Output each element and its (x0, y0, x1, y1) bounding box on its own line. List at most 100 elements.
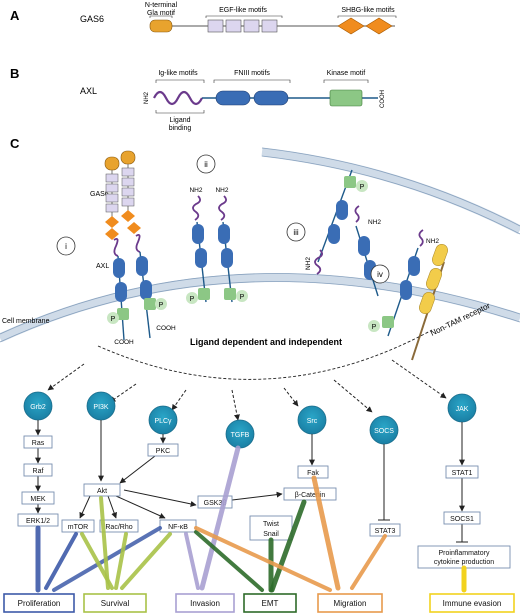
gla-domain (149, 19, 173, 33)
roman-i-circle (56, 236, 76, 256)
snail-label: Snail (263, 531, 279, 538)
gla-label-line1: N-terminal (145, 2, 178, 9)
p-label-iii1: P (360, 184, 365, 191)
axl-label: AXL (80, 86, 97, 96)
outcome-boxes (3, 593, 515, 613)
cell-membrane-line-top (0, 273, 520, 335)
ligand-binding-line1: Ligand (169, 117, 190, 124)
nh2-label-b: NH2 (144, 91, 150, 104)
neighbor-membrane-line-bottom (261, 155, 520, 235)
roman-iii-circle (286, 222, 306, 242)
pathway-box-labels: Ras Raf MEK ERK1/2 Akt mTOR Rac/Rho PKC … (26, 440, 494, 566)
nh2-label-ii1: NH2 (189, 187, 202, 194)
gas6-label-c: GAS6 (90, 191, 109, 198)
ig-bracket (155, 79, 205, 83)
fak-label: Fak (307, 470, 319, 477)
cooh-label-i1: COOH (114, 339, 134, 346)
cyto-label-1: Proinflammatory (439, 550, 490, 557)
roman-iv-circle (370, 264, 390, 284)
nfkb-label: NF-κB (168, 524, 188, 531)
akt-label: Akt (97, 488, 107, 495)
dashed-arrows (47, 359, 447, 421)
fniii-domain-1 (215, 90, 251, 106)
outcome-arrows (35, 445, 467, 593)
outcome-labels: Proliferation Survival Invasion EMT Migr… (18, 599, 502, 608)
p-label-iv: P (372, 324, 377, 331)
shbg-bracket (337, 15, 397, 18)
tgfb-label: TGFB (231, 432, 250, 439)
erk-label: ERK1/2 (26, 518, 50, 525)
p-label-ii2: P (240, 294, 245, 301)
inhibition-lines (378, 444, 468, 543)
rac-label: Rac/Rho (105, 524, 132, 531)
cell-membrane-outer (0, 273, 520, 343)
nh2-label-iv: NH2 (426, 238, 439, 245)
gla-label-line2: Gla motif (147, 10, 175, 17)
ig-label: Ig-like motifs (158, 70, 198, 77)
pathway-boxes (17, 435, 511, 569)
twist-label: Twist (263, 521, 279, 528)
ligand-bracket (155, 110, 205, 114)
stat1-label: STAT1 (452, 470, 473, 477)
roman-ii: ii (204, 160, 208, 169)
src-label: Src (307, 418, 318, 425)
cell-membrane-label: Cell membrane (2, 318, 50, 325)
invasion-label: Invasion (190, 599, 220, 608)
grb2-label: Grb2 (30, 404, 46, 411)
receptor-ii: ii NH2 NH2 P P (186, 154, 248, 304)
axl-label-c: AXL (96, 263, 109, 270)
fniii-domain-2 (253, 90, 289, 106)
gas6-label: GAS6 (80, 14, 104, 24)
plcg-label: PLCγ (154, 418, 172, 425)
nh2-label-iii1: NH2 (305, 257, 312, 270)
raf-label: Raf (33, 468, 44, 475)
ras-label: Ras (32, 440, 45, 447)
emt-label: EMT (262, 599, 279, 608)
migration-label: Migration (334, 599, 367, 608)
roman-iv: iv (377, 270, 383, 279)
p-label-i2: P (159, 302, 164, 309)
roman-ii-circle (196, 154, 216, 174)
cell-membrane-line-bottom (0, 281, 520, 343)
nh2-label-iii2: NH2 (368, 219, 381, 226)
panel-label-c: C (10, 136, 20, 151)
receptor-i: GAS6 AXL (56, 150, 176, 346)
pi3k-label: PI3K (93, 404, 109, 411)
survival-label: Survival (101, 599, 130, 608)
socs-label: SOCS (374, 428, 394, 435)
gla-bracket (149, 15, 173, 18)
ig-wave (153, 90, 203, 106)
p-label-i1: P (111, 316, 116, 323)
shbg-label: SHBG-like motifs (341, 7, 395, 14)
fniii-bracket (213, 79, 291, 83)
signaling-circles: Grb2 PI3K PLCγ TGFB Src SOCS JAK (23, 391, 477, 449)
gsk-label: GSK3β (204, 500, 227, 507)
neighbor-membrane-line-top (261, 147, 520, 227)
neighbor-membrane (261, 147, 520, 234)
receptor-iv: iv NH2 P Non-TAM receptor (368, 229, 492, 361)
nh2-label-ii2: NH2 (215, 187, 228, 194)
cooh-label-i2: COOH (156, 325, 176, 332)
jak-label: JAK (456, 406, 469, 413)
panel-label-b: B (10, 66, 19, 81)
roman-i: i (65, 242, 67, 251)
bcat-label: β-Catenin (295, 492, 326, 499)
proliferation-label: Proliferation (18, 599, 61, 608)
cyto-label-2: cytokine production (434, 559, 494, 566)
ligand-binding-line2: binding (169, 125, 192, 132)
shbg-domains (337, 17, 393, 35)
receptor-iii: iii P NH2 NH2 (286, 169, 381, 297)
p-label-ii1: P (190, 296, 195, 303)
pkc-label: PKC (156, 448, 170, 455)
socs1-label: SOCS1 (450, 516, 474, 523)
stat3-label: STAT3 (375, 528, 396, 535)
kinase-bracket (323, 79, 369, 83)
mek-label: MEK (30, 496, 46, 503)
fniii-label: FNIII motifs (234, 70, 270, 77)
ligand-dep-label: Ligand dependent and independent (190, 337, 342, 347)
egf-domains (207, 19, 278, 33)
mtor-label: mTOR (68, 524, 88, 531)
signaling-arc (97, 329, 433, 380)
cooh-label-b: COOH (380, 90, 386, 108)
